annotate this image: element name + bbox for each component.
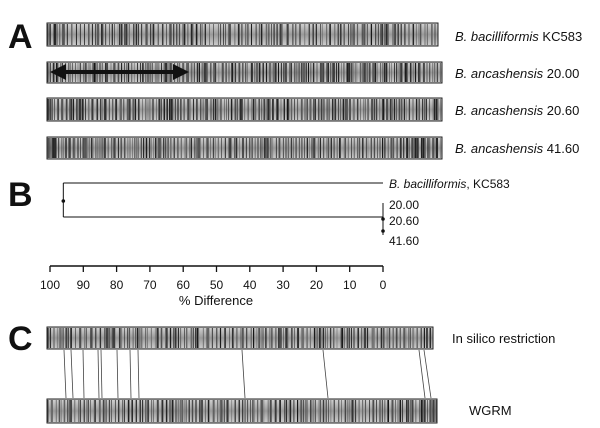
tree-label-41-60: 41.60 <box>389 234 419 248</box>
clade-node <box>381 217 385 221</box>
map-bar-wgrm <box>46 398 438 424</box>
axis-tick-label: 0 <box>380 278 387 292</box>
map-bar-in-silico <box>46 326 434 350</box>
root-node <box>61 199 66 203</box>
panel-a: B. bacilliformis KC583 B. ancashensis 20… <box>46 22 582 160</box>
tree-label-kc583: B. bacilliformis, KC583 <box>389 177 510 191</box>
map-label-20-00: B. ancashensis 20.00 <box>455 66 579 81</box>
axis-tick-label: 30 <box>276 278 290 292</box>
panel-b: B. bacilliformis, KC583 20.00 20.60 41.6… <box>40 177 510 308</box>
axis-tick-label: 60 <box>177 278 191 292</box>
axis-tick-label: 20 <box>310 278 324 292</box>
map-bar-41-60 <box>46 136 443 160</box>
axis-tick-label: 70 <box>143 278 157 292</box>
panel-c: In silico restriction WGRM <box>46 326 555 424</box>
map-label-in-silico: In silico restriction <box>452 331 555 346</box>
double-arrow-icon <box>50 64 189 80</box>
axis-title: % Difference <box>179 293 253 308</box>
clade-node-lower <box>381 229 385 233</box>
axis-tick-label: 40 <box>243 278 257 292</box>
map-bar-20-60 <box>46 97 443 122</box>
tree-label-20-60: 20.60 <box>389 214 419 228</box>
map-label-wgrm: WGRM <box>469 403 512 418</box>
map-bar-kc583 <box>46 22 439 47</box>
axis-tick-label: 80 <box>110 278 124 292</box>
map-label-kc583: B. bacilliformis KC583 <box>455 29 582 44</box>
alignment-lines <box>63 349 432 399</box>
axis-tick-label: 10 <box>343 278 357 292</box>
tree-label-20-00: 20.00 <box>389 198 419 212</box>
axis-tick-label: 90 <box>77 278 91 292</box>
map-label-41-60: B. ancashensis 41.60 <box>455 141 579 156</box>
panel-letter-a: A <box>8 18 33 56</box>
axis-tick-label: 50 <box>210 278 224 292</box>
axis-tick-label: 100 <box>40 278 60 292</box>
dendrogram-branches <box>61 182 385 235</box>
panel-letter-c: C <box>8 320 33 358</box>
panel-letter-b: B <box>8 176 33 214</box>
map-label-20-60: B. ancashensis 20.60 <box>455 103 579 118</box>
